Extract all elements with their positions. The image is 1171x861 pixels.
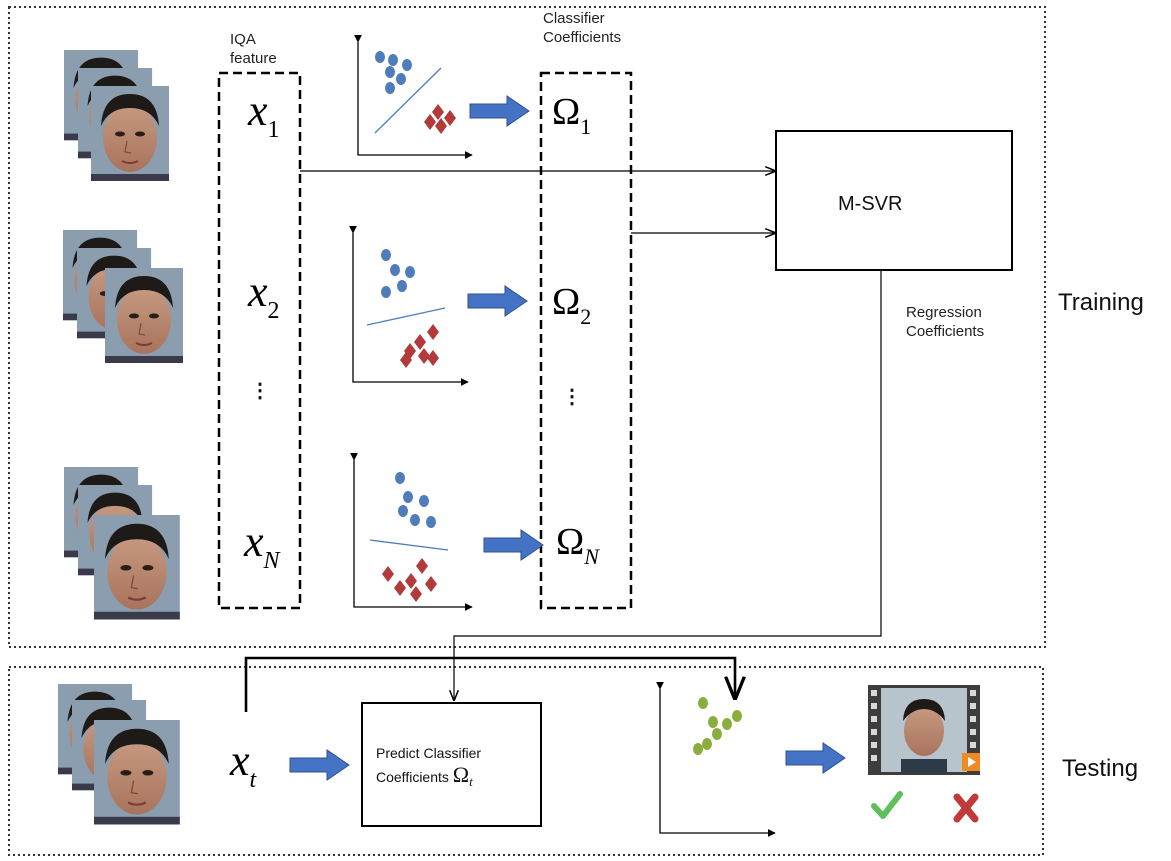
predict-box xyxy=(361,702,542,827)
check-icon xyxy=(871,791,903,819)
face-stack-icon xyxy=(63,466,181,621)
scatter-plot-icon xyxy=(349,225,469,386)
training-label: Training xyxy=(1058,289,1144,316)
film-frame-icon xyxy=(868,685,980,775)
face-stack-icon xyxy=(63,49,170,182)
scatter-plot-icon xyxy=(350,452,473,611)
feature-x2: x2 xyxy=(248,267,280,325)
block-arrow xyxy=(467,285,528,317)
block-arrow xyxy=(785,742,846,774)
face-stack-icon xyxy=(57,683,181,826)
coefficient-omegaN: ΩN xyxy=(556,521,599,569)
coefficient-ellipsis: ⋮ xyxy=(562,386,582,408)
coefficient-omega2: Ω2 xyxy=(552,281,592,329)
test-feature-xt: xt xyxy=(230,736,257,794)
block-arrow xyxy=(469,95,530,127)
iqa-feature-label: IQA feature xyxy=(230,31,277,67)
classifier-coefficients-label: Classifier Coefficients xyxy=(543,10,622,46)
scatter-plot-icon xyxy=(656,681,776,837)
msvr-label: M-SVR xyxy=(838,193,903,215)
face-stack-icon xyxy=(62,229,184,364)
predict-label: Predict Classifier Coefficients Ωt xyxy=(376,745,482,789)
testing-frame xyxy=(8,666,1044,856)
msvr-box xyxy=(775,130,1013,271)
scatter-plot-icon xyxy=(354,34,473,159)
training-frame xyxy=(8,6,1046,648)
block-arrow xyxy=(289,749,350,781)
feature-xN: xN xyxy=(244,517,280,575)
coefficient-column xyxy=(539,71,633,610)
block-arrow xyxy=(483,529,544,561)
feature-x1: x1 xyxy=(248,86,280,144)
regression-coefficients-label: Regression Coefficients xyxy=(906,304,985,340)
feature-ellipsis: ⋮ xyxy=(250,380,270,402)
testing-label: Testing xyxy=(1062,755,1139,782)
cross-icon xyxy=(953,793,979,823)
coefficient-omega1: Ω1 xyxy=(552,91,592,139)
